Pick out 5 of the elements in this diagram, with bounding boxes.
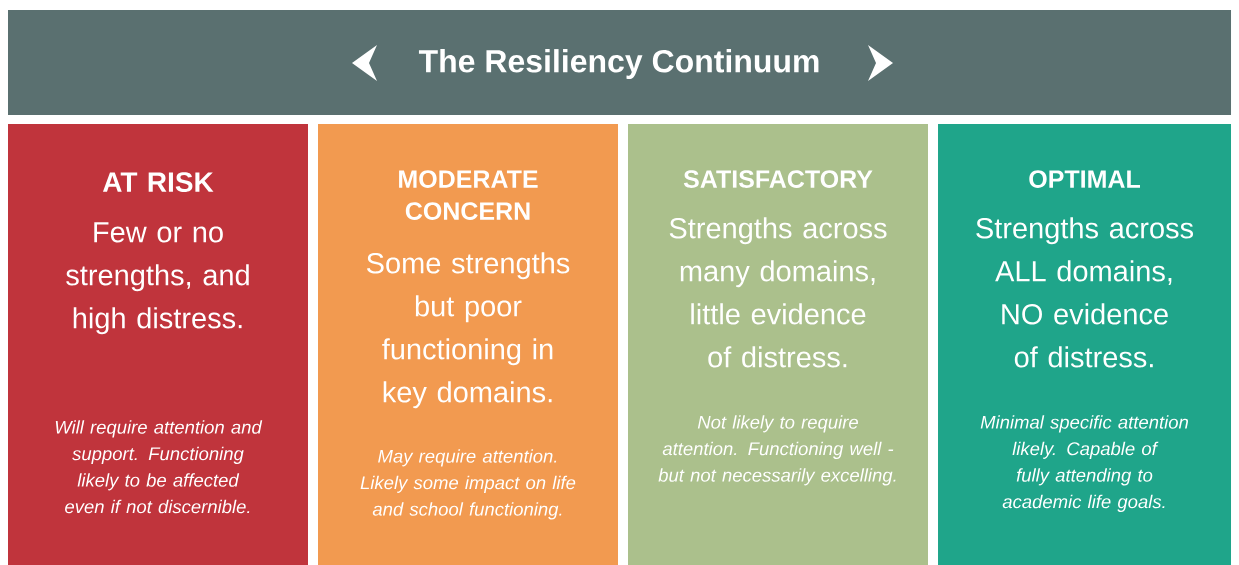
category-panel: OPTIMAL Strengths across ALL domains, NO evidence of distress. Minimal specific attention likely. Capable of fully attending to academic life goals. — [938, 124, 1231, 565]
category-panel: SATISFACTORY Strengths across many domains, little evidence of distress. Not likely to require attention. Functioning well - but not necessarily excelling. — [628, 124, 928, 565]
title-band: The Resiliency Continuum — [8, 10, 1231, 115]
category-panel: AT RISK Few or no strengths, and high distress. Will require attention and support. Functioning likely to be affected even if not discernible. — [8, 124, 308, 565]
category-panel: MODERATE CONCERN Some strengths but poor functioning in key domains. May require attention. Likely some impact on life and school functioning. — [318, 124, 618, 565]
